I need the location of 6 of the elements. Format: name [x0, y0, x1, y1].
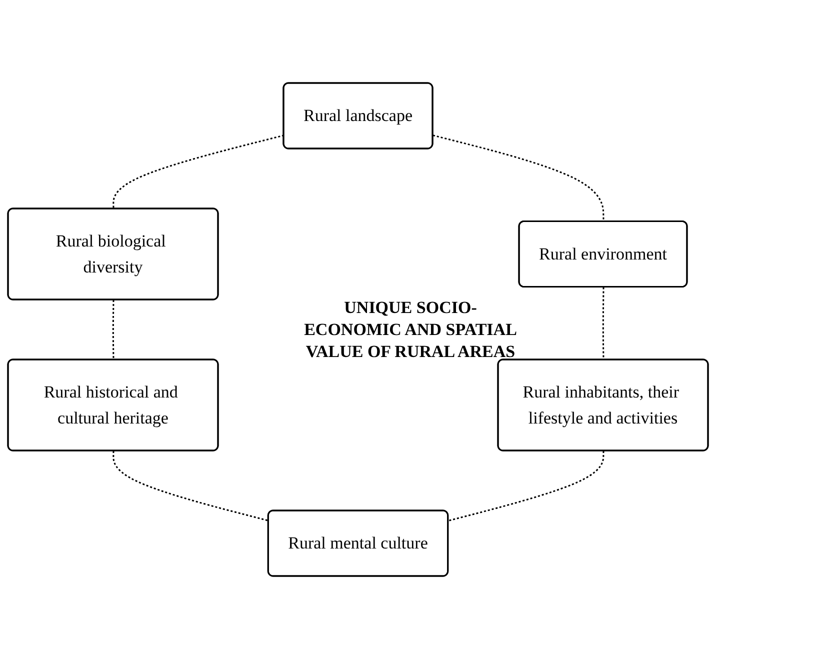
- connector: [112, 134, 284, 210]
- connector: [112, 300, 114, 360]
- connector: [448, 450, 604, 522]
- connector: [432, 134, 604, 222]
- connector: [112, 450, 269, 522]
- connector: [602, 287, 604, 360]
